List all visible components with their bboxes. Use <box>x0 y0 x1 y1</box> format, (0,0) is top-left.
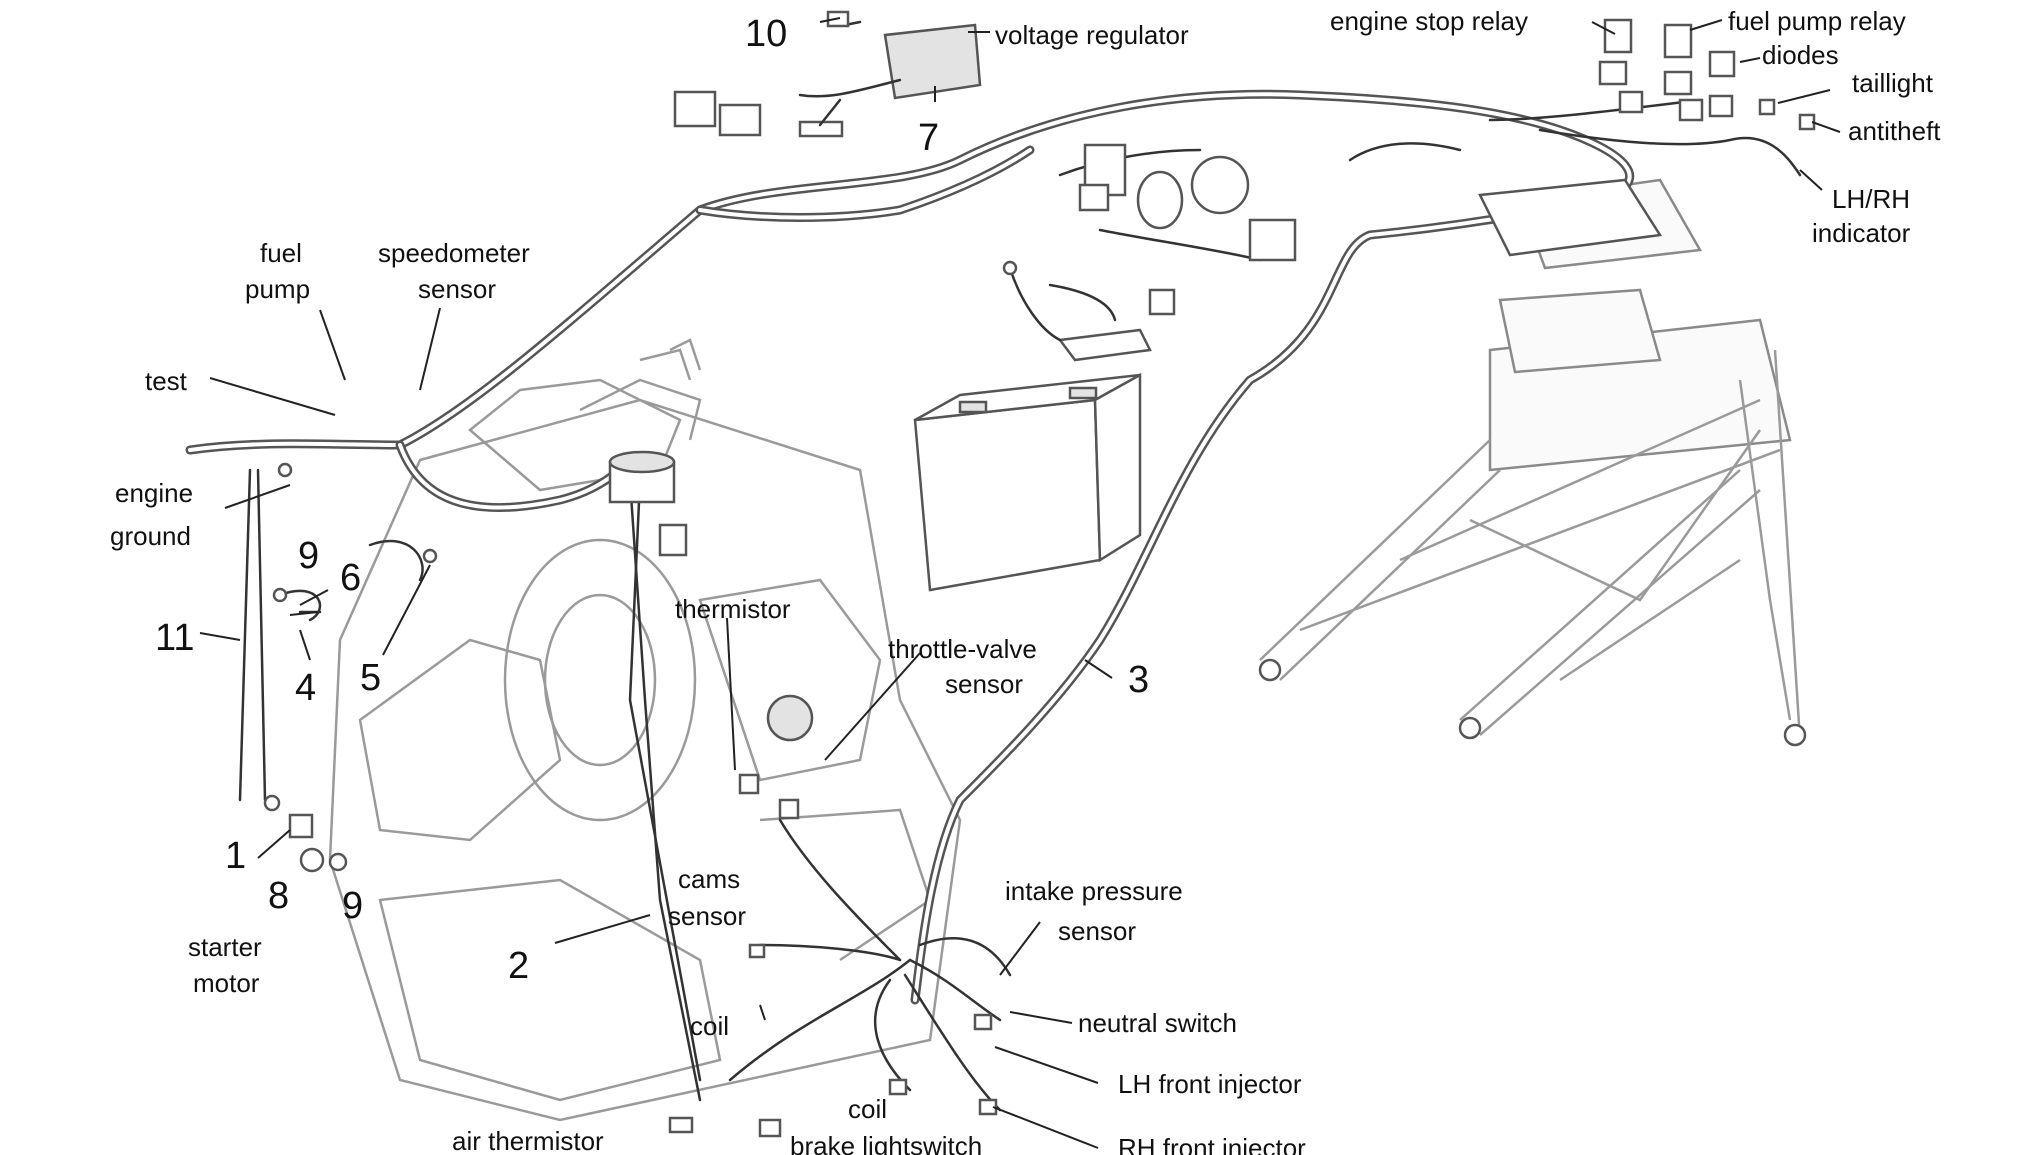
label-taillight: taillight <box>1852 68 1934 98</box>
relays <box>1598 18 1816 131</box>
label-air-thermistor: air thermistor <box>452 1126 604 1155</box>
label-lh-rh: LH/RH <box>1832 184 1910 214</box>
label-num-9-upper: 9 <box>298 535 319 577</box>
part-labels: 10 voltage regulator 7 engine stop relay… <box>110 6 1941 1155</box>
main-wiring-harness <box>185 89 1802 1112</box>
label-indicator: indicator <box>1812 218 1911 248</box>
label-coil-lower: coil <box>848 1094 887 1124</box>
label-num-4: 4 <box>295 667 316 709</box>
label-coil-upper: coil <box>690 1011 729 1041</box>
label-cams: cams <box>678 864 740 894</box>
label-num-10: 10 <box>745 13 787 55</box>
label-cams-sensor: sensor <box>668 901 746 931</box>
label-thermistor: thermistor <box>675 594 791 624</box>
label-intake-sensor: sensor <box>1058 916 1136 946</box>
label-motor: motor <box>193 968 260 998</box>
label-num-8: 8 <box>268 875 289 917</box>
label-num-2: 2 <box>508 945 529 987</box>
label-engine: engine <box>115 478 193 508</box>
label-intake-pressure: intake pressure <box>1005 876 1183 906</box>
label-throttle-valve: throttle-valve <box>888 634 1037 664</box>
label-num-7: 7 <box>918 117 939 159</box>
label-ground: ground <box>110 521 191 551</box>
engine-block <box>328 338 962 1122</box>
label-test: test <box>145 366 188 396</box>
label-fuel-pump-relay: fuel pump relay <box>1728 6 1906 36</box>
electrical-parts <box>608 90 1297 820</box>
label-antitheft: antitheft <box>1848 116 1941 146</box>
label-num-3: 3 <box>1128 659 1149 701</box>
label-diodes: diodes <box>1762 40 1839 70</box>
battery <box>913 372 1142 592</box>
label-num-9-lower: 9 <box>342 885 363 927</box>
voltage-regulator <box>798 10 982 138</box>
label-neutral-switch: neutral switch <box>1078 1008 1237 1038</box>
label-starter: starter <box>188 932 262 962</box>
label-num-11: 11 <box>155 617 194 659</box>
ecu-box <box>1478 178 1663 257</box>
label-pump: pump <box>245 274 310 304</box>
small-hardware <box>263 462 998 1138</box>
label-throttle-sensor: sensor <box>945 669 1023 699</box>
leader-lines <box>199 17 1841 1149</box>
label-brake-lightswitch: brake lightswitch <box>790 1131 982 1155</box>
label-lh-front-injector: LH front injector <box>1118 1069 1302 1099</box>
label-num-6: 6 <box>340 557 361 599</box>
label-engine-stop-relay: engine stop relay <box>1330 6 1528 36</box>
label-speedometer: speedometer <box>378 238 530 268</box>
label-num-5: 5 <box>360 657 381 699</box>
label-num-1: 1 <box>225 835 246 877</box>
label-voltage-regulator: voltage regulator <box>995 20 1189 50</box>
label-fuel: fuel <box>260 238 302 268</box>
label-speedometer-sensor: sensor <box>418 274 496 304</box>
label-rh-front-injector: RH front injector <box>1118 1133 1306 1155</box>
